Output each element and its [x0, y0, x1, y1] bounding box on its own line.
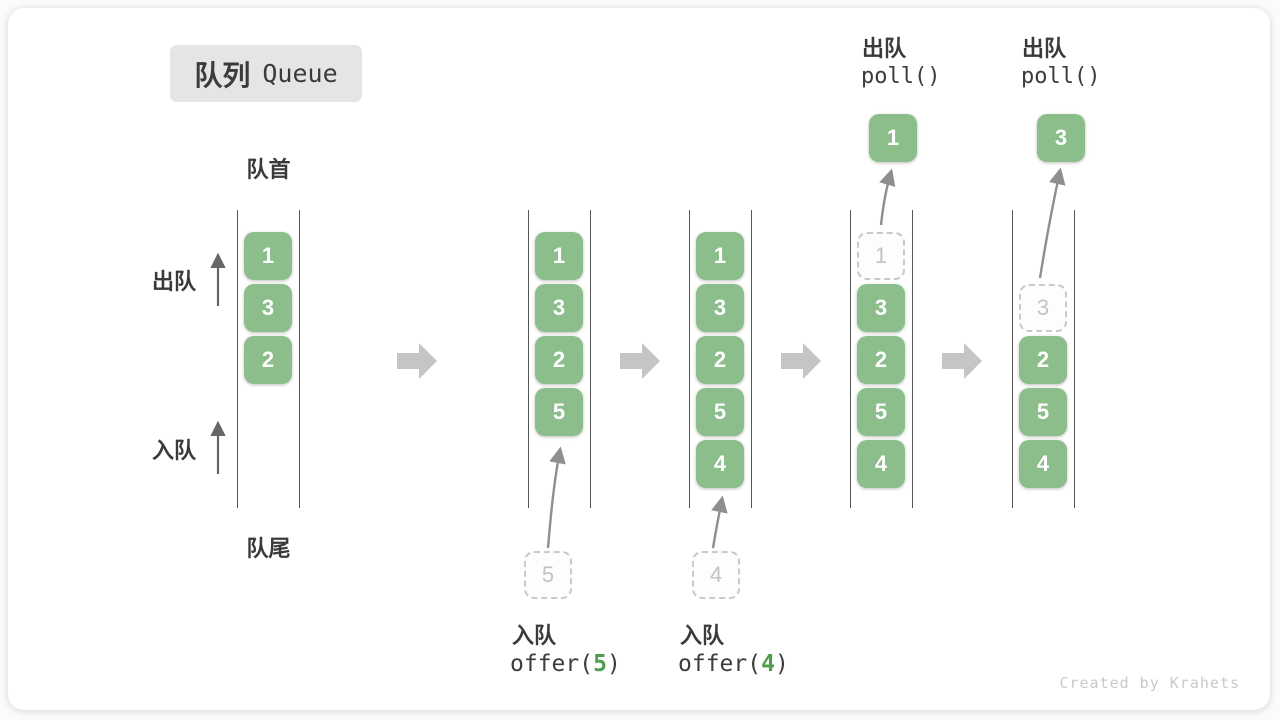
- queue2-cell: 3: [535, 284, 583, 332]
- queue3-cell: 3: [696, 284, 744, 332]
- queue4-cell: 2: [857, 336, 905, 384]
- queue2-cell: 1: [535, 232, 583, 280]
- queue-channel-5: [1012, 210, 1075, 508]
- queue2-cell: 5: [535, 388, 583, 436]
- queue5-poll-code: poll(): [1021, 64, 1101, 89]
- label-enqueue: 入队: [152, 438, 197, 463]
- offer5-arg: 5: [593, 651, 607, 677]
- footer-credit: Created by Krahets: [1059, 674, 1240, 692]
- queue5-dequeue-label: 出队: [1022, 36, 1067, 61]
- queue5-popped-cell: 3: [1037, 114, 1085, 162]
- queue3-cell: 2: [696, 336, 744, 384]
- offer5-enqueue-label: 入队: [512, 623, 557, 648]
- queue-channel-2: [528, 210, 591, 508]
- queue4-cell: 3: [857, 284, 905, 332]
- offer4-code: offer(4): [678, 651, 789, 677]
- queue1-cell: 2: [244, 336, 292, 384]
- queue4-dequeue-label: 出队: [862, 36, 907, 61]
- queue4-popped-cell: 1: [869, 114, 917, 162]
- label-queue-rear: 队尾: [246, 536, 291, 561]
- title-en: Queue: [262, 59, 338, 88]
- queue5-cell: 4: [1019, 440, 1067, 488]
- offer4-enqueue-label: 入队: [680, 623, 725, 648]
- offer4-fn: offer(: [678, 651, 762, 677]
- label-queue-front: 队首: [246, 157, 291, 182]
- queue5-ghost-cell: 3: [1019, 284, 1067, 332]
- queue-channel-3: [689, 210, 752, 508]
- queue4-ghost-cell: 1: [857, 232, 905, 280]
- queue3-cell: 5: [696, 388, 744, 436]
- queue3-cell: 1: [696, 232, 744, 280]
- queue-channel-4: [850, 210, 913, 508]
- title-cjk: 队列: [194, 59, 251, 91]
- offer5-ghost-cell: 5: [524, 551, 572, 599]
- label-dequeue: 出队: [152, 269, 197, 294]
- queue1-cell: 1: [244, 232, 292, 280]
- offer5-code: offer(5): [510, 651, 621, 677]
- offer5-fn: offer(: [510, 651, 594, 677]
- queue4-poll-code: poll(): [861, 64, 941, 89]
- offer4-close: ): [774, 651, 789, 677]
- offer4-arg: 4: [761, 651, 775, 677]
- offer5-close: ): [606, 651, 621, 677]
- title-box: 队列 Queue: [170, 45, 362, 102]
- queue5-cell: 2: [1019, 336, 1067, 384]
- queue2-cell: 2: [535, 336, 583, 384]
- queue4-cell: 4: [857, 440, 905, 488]
- queue4-cell: 5: [857, 388, 905, 436]
- queue3-cell: 4: [696, 440, 744, 488]
- offer4-ghost-cell: 4: [692, 551, 740, 599]
- diagram-card: [8, 8, 1270, 710]
- queue5-cell: 5: [1019, 388, 1067, 436]
- queue1-cell: 3: [244, 284, 292, 332]
- queue-channel-1: [237, 210, 300, 508]
